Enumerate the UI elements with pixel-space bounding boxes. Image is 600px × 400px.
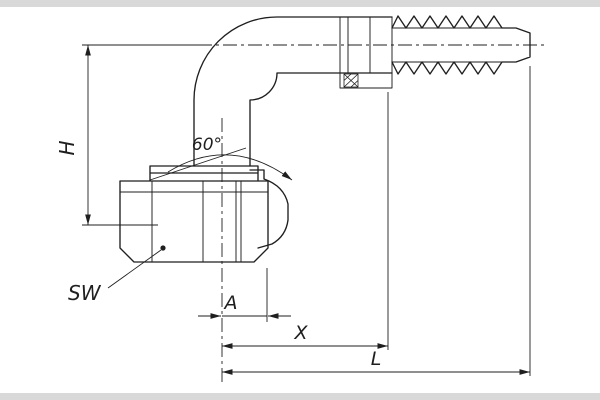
angle-arc [167,154,293,181]
angle-annotation: 60° [149,135,293,181]
fitting-body [119,15,531,263]
dim-label-x: X [293,322,308,344]
dimension-a: A [198,268,291,322]
elbow-outline [193,16,393,167]
dim-label-sw: SW [68,281,102,305]
sw-leader-line [107,249,162,289]
collar-detail-lines [339,16,393,89]
angle-label: 60° [192,135,222,155]
centerlines [198,44,546,382]
frame-band-bottom [0,393,600,400]
cone-flank-line [149,147,247,181]
dimension-h: H [55,44,198,226]
hose-barb-outline [391,15,531,75]
dim-label-a: A [223,292,238,314]
hose-barb-root-lines [391,27,503,63]
dimension-x: X [222,92,389,350]
dimension-l: L [222,66,531,376]
sw-leader-dot [160,245,166,251]
oring-seal [343,73,359,88]
dim-label-h: H [55,140,79,155]
hex-nut-detail-lines [119,180,269,263]
frame-band-top [0,0,600,7]
seat-cone-profile [249,169,289,249]
hex-nut-outline [119,165,269,263]
leader-sw: SW [68,245,166,305]
dim-label-l: L [371,348,382,370]
